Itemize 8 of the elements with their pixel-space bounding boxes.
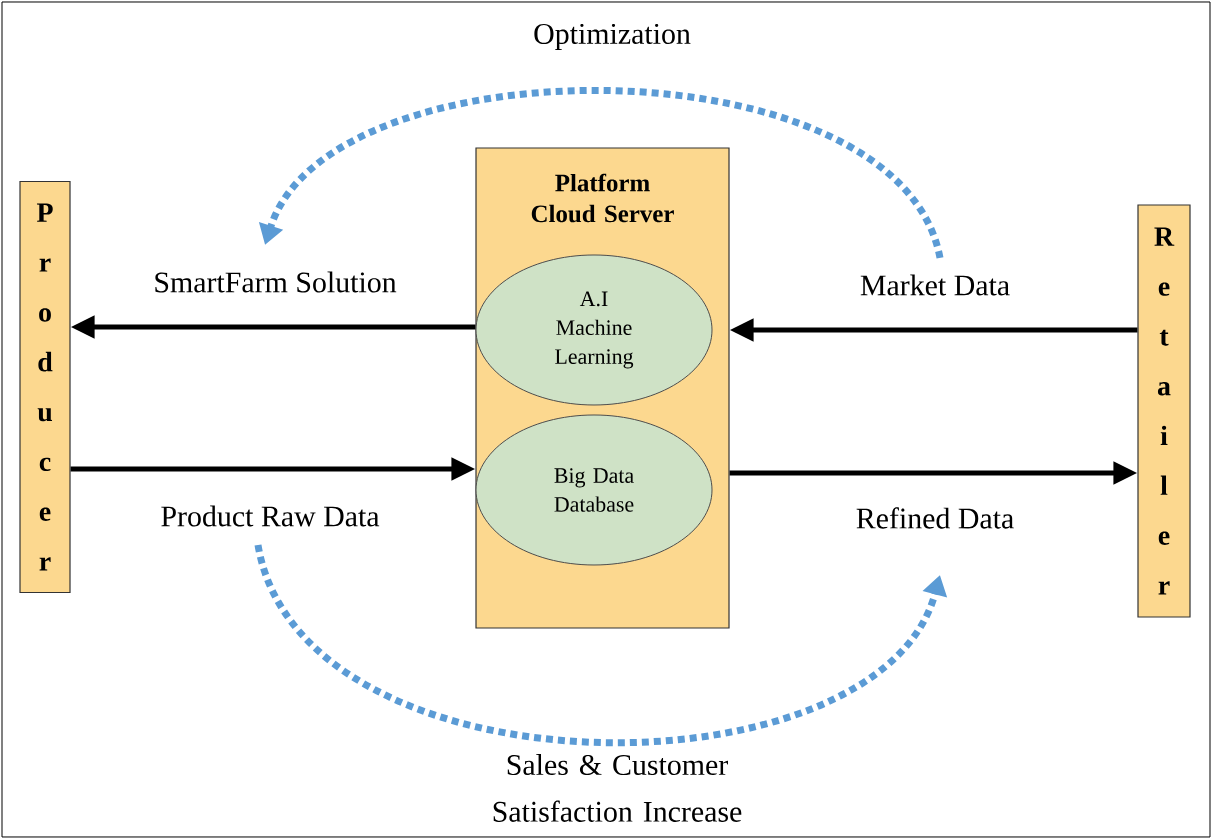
actor-box: Producer xyxy=(19,180,71,594)
cycle-label: Optimization xyxy=(534,23,691,51)
edge-label: SmartFarm Solution xyxy=(155,271,397,293)
edge-label: Product Raw Data xyxy=(161,505,380,527)
edge-label: Market Data xyxy=(860,274,1010,296)
actor-box: Retailer xyxy=(1137,204,1191,618)
edge-label: Refined Data xyxy=(856,507,1014,529)
cycle-label: Sales & Customer Satisfaction Increase xyxy=(493,754,742,822)
